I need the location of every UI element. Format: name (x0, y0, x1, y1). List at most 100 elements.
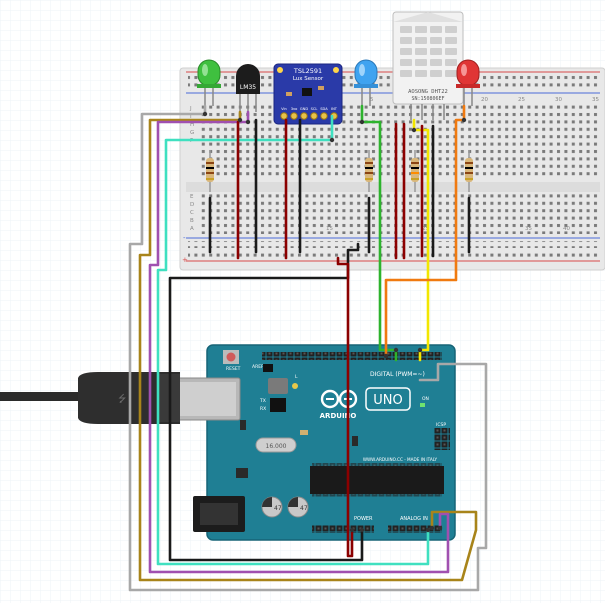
dht22-serial-label: SN:150806EF (411, 96, 444, 102)
usb-icon: ⭍ (118, 393, 126, 405)
row-letter-g: G (190, 130, 194, 136)
tsl2591-subtitle: Lux Sensor (293, 76, 324, 82)
wire-cyan-3 (156, 114, 430, 566)
wire-endpoint (202, 111, 208, 117)
tsl2591-pin-label-vin: Vin (281, 107, 287, 111)
dht22-slot (430, 70, 442, 77)
wire-endpoint (359, 119, 365, 125)
lm35-sensor: LM35 (236, 64, 260, 112)
wire-endpoint (461, 117, 467, 123)
model-label: UNO (373, 393, 402, 408)
crystal-label: 16.000 (266, 443, 287, 450)
blue-led-body (354, 59, 378, 87)
tsl2591-pin-label-sda: SDA (320, 107, 328, 111)
lm35-body (236, 64, 260, 94)
wire-gray-0 (128, 104, 488, 592)
arduino-uno: RESET DIGITAL (PWM=~) AREF L TX RX ARDUI… (171, 344, 456, 541)
wire-endpoint (359, 527, 365, 533)
dht22-slot (445, 26, 457, 33)
resistor-1 (206, 150, 214, 192)
brand-label: ARDUINO (320, 412, 357, 420)
column-number-20: 20 (481, 97, 488, 103)
column-number-5: 5 (370, 97, 374, 103)
tsl2591-pin-label-int: INT (331, 107, 338, 111)
digital-header-label: DIGITAL (PWM=~) (370, 371, 425, 378)
wire-endpoint (425, 527, 431, 533)
atmega-chip (310, 466, 444, 494)
column-number-35: 35 (592, 97, 599, 103)
dht22-grille (400, 26, 457, 77)
dht22-slot (400, 26, 412, 33)
tsl2591-pin-gnd (300, 112, 308, 120)
dht22-slot (430, 48, 442, 55)
dht22-slot (445, 70, 457, 77)
dht22-slot (445, 59, 457, 66)
dht22-slot (400, 48, 412, 55)
wire-red-14 (336, 256, 354, 558)
green-led (197, 59, 221, 106)
dht22-slot (445, 48, 457, 55)
wire-endpoint (393, 347, 399, 353)
l-led-label: L (295, 374, 298, 380)
wires (128, 104, 488, 592)
tsl2591-pin-scl (310, 112, 318, 120)
dht22-sensor: AOSONG DHT22 SN:150806EF (392, 11, 464, 120)
website-label: WWW.ARDUINO.CC - MADE IN ITALY (363, 457, 438, 462)
crystal (255, 437, 297, 453)
wire-endpoint (349, 527, 355, 533)
tsl2591-pin-label-scl: SCL (311, 107, 318, 111)
resistor-4 (465, 150, 473, 192)
on-led-label: ON (422, 396, 429, 402)
wire-endpoint (429, 525, 435, 531)
power-header-label: POWER (354, 516, 373, 522)
dht22-slot (415, 37, 427, 44)
usb-cable-wire (0, 392, 80, 401)
capacitor-2-label: 47 (300, 505, 308, 512)
tsl2591-pins (280, 112, 338, 120)
analog-header-label: ANALOG IN (400, 516, 428, 522)
digital-header (262, 352, 442, 360)
capacitor-1: 47 (261, 496, 283, 518)
dht22-slot (400, 70, 412, 77)
row-letter-b: B (190, 218, 194, 224)
column-number-bottom-40: 40 (563, 226, 570, 232)
row-letter-c: C (190, 210, 194, 216)
wire-endpoint (437, 525, 443, 531)
wire-brown-1 (138, 110, 478, 582)
lower-terminal-holes (200, 194, 598, 234)
tsl2591-pin-sda (320, 112, 328, 120)
bottom-rail-holes-2 (188, 250, 598, 257)
wire-endpoint (245, 119, 251, 125)
resistor-2 (365, 150, 373, 192)
tsl2591-pin-3vo (290, 112, 298, 120)
dht22-model-label: AOSONG DHT22 (408, 89, 448, 95)
row-letter-i: I (190, 114, 192, 120)
dht22-slot (400, 37, 412, 44)
icsp-label: ICSP (436, 422, 446, 428)
dht22-slot (430, 37, 442, 44)
wire-purple-2 (148, 110, 450, 574)
lm35-label: LM35 (240, 84, 256, 91)
capacitor-1-label: 47 (274, 505, 282, 512)
column-number-bottom-15: 15 (326, 226, 333, 232)
dht22-slot (415, 26, 427, 33)
wire-endpoint (237, 117, 243, 123)
rail-plus-label: + (182, 256, 188, 264)
row-letter-h: H (190, 122, 194, 128)
column-number-bottom-25: 25 (422, 226, 429, 232)
wire-black-7 (168, 242, 364, 562)
rail-minus-label: - (183, 234, 186, 242)
row-letter-d: D (190, 202, 194, 208)
red-led-body (456, 59, 480, 87)
column-number-25: 25 (518, 97, 525, 103)
rx-label: RX (260, 406, 266, 412)
center-channel (186, 182, 600, 192)
tsl2591-pin-vin (280, 112, 288, 120)
red-led (456, 59, 480, 106)
green-led-body (197, 59, 221, 87)
dht22-slot (415, 48, 427, 55)
capacitor-2: 47 (287, 496, 309, 518)
dht22-slot (400, 59, 412, 66)
